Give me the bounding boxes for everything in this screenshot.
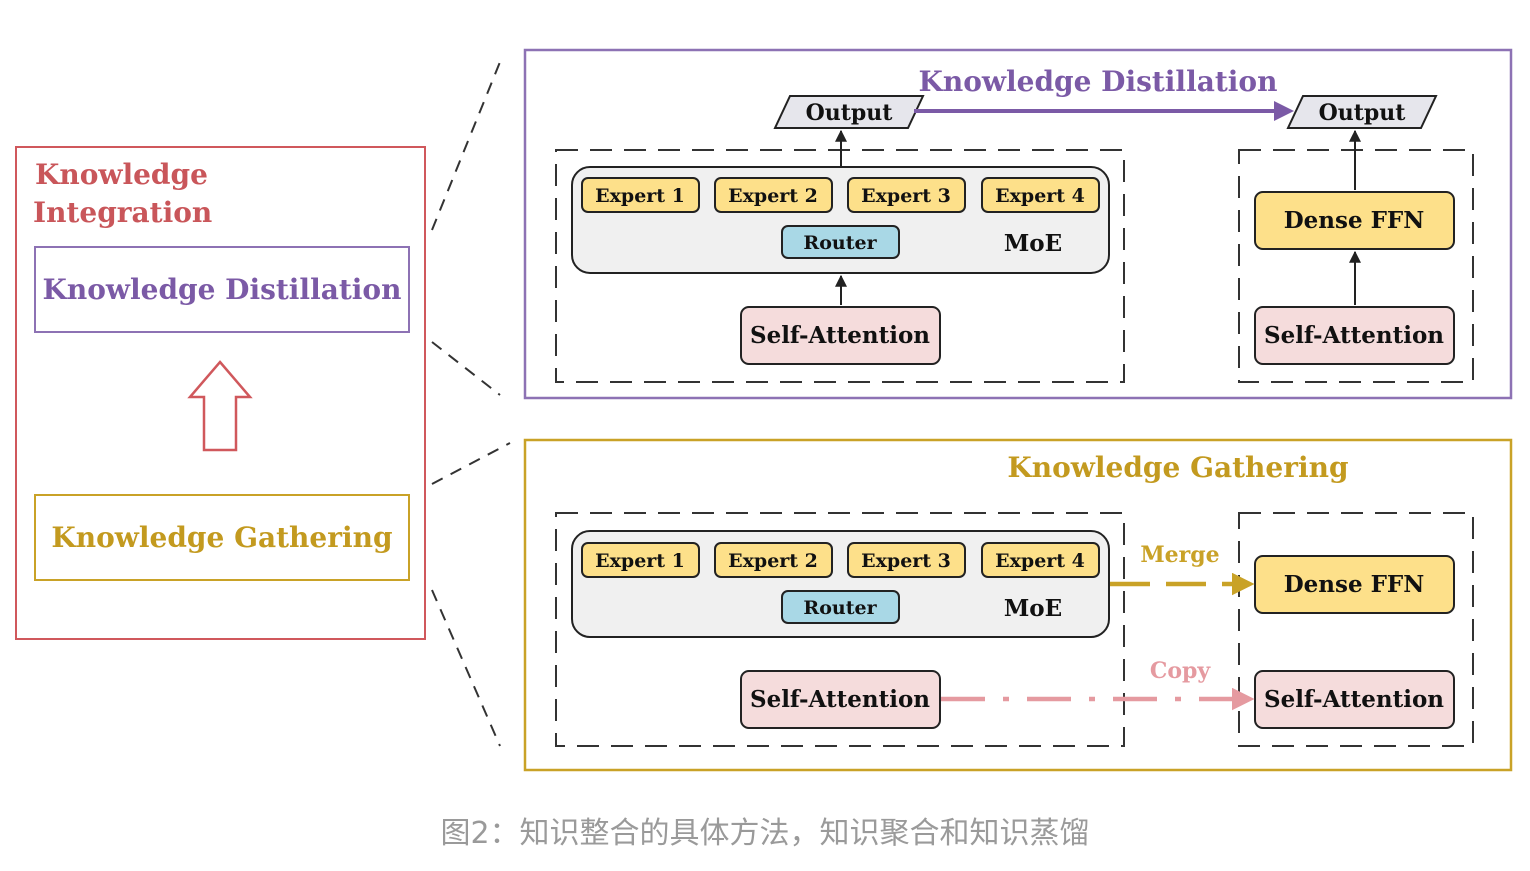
source-moe: Expert 1 Expert 2 Expert 3 Expert 4 Rout… [571, 530, 1110, 638]
source-expert-2: Expert 2 [714, 542, 833, 578]
source-moe-label: MoE [1004, 595, 1062, 622]
source-expert-1: Expert 1 [581, 542, 700, 578]
svg-text:Expert 3: Expert 3 [861, 550, 951, 572]
integration-title-line2: Integration [33, 196, 212, 229]
knowledge-integration-panel: Knowledge Integration Knowledge Distilla… [15, 146, 426, 640]
student-dense-ffn: Dense FFN [1254, 191, 1455, 250]
teacher-self-attention: Self-Attention [740, 306, 941, 365]
teacher-moe-label: MoE [1004, 230, 1062, 257]
up-arrow-icon [187, 360, 253, 452]
gathering-box-label: Knowledge Gathering [51, 521, 392, 554]
target-self-attention: Self-Attention [1254, 670, 1455, 729]
teacher-expert-4: Expert 4 [981, 177, 1100, 213]
svg-text:Expert 4: Expert 4 [995, 550, 1085, 572]
gathering-panel-title: Knowledge Gathering [1007, 451, 1348, 484]
svg-text:Expert 1: Expert 1 [595, 185, 685, 207]
distillation-box-label: Knowledge Distillation [43, 273, 402, 306]
student-output: Output [1286, 95, 1438, 129]
gathering-box [34, 494, 410, 581]
svg-text:Router: Router [803, 597, 877, 619]
source-expert-4: Expert 4 [981, 542, 1100, 578]
merge-label: Merge [1140, 542, 1219, 568]
svg-text:Expert 1: Expert 1 [595, 550, 685, 572]
svg-text:Self-Attention: Self-Attention [1264, 322, 1444, 349]
copy-label: Copy [1150, 658, 1212, 684]
teacher-output: Output [773, 95, 925, 129]
target-dense-ffn: Dense FFN [1254, 555, 1455, 614]
distillation-box [34, 246, 410, 333]
student-self-attention: Self-Attention [1254, 306, 1455, 365]
figure-caption: 图2：知识整合的具体方法，知识聚合和知识蒸馏 [440, 816, 1090, 851]
svg-text:Router: Router [803, 232, 877, 254]
source-block [555, 512, 1125, 747]
distillation-panel: Knowledge Distillation Output Output Exp… [523, 48, 1513, 400]
svg-text:Expert 3: Expert 3 [861, 185, 951, 207]
source-router: Router [781, 590, 900, 624]
teacher-expert-3: Expert 3 [847, 177, 966, 213]
teacher-router: Router [781, 225, 900, 259]
svg-text:Dense FFN: Dense FFN [1284, 571, 1425, 598]
svg-text:Dense FFN: Dense FFN [1284, 207, 1425, 234]
zoom-connector-lines [431, 61, 511, 747]
gathering-panel: Knowledge Gathering Expert 1 Expert 2 Ex… [523, 438, 1513, 772]
target-block [1238, 512, 1474, 747]
integration-title-line1: Knowledge [35, 158, 208, 191]
teacher-moe: Expert 1 Expert 2 Expert 3 Expert 4 Rout… [571, 166, 1110, 274]
source-self-attention: Self-Attention [740, 670, 941, 729]
svg-text:Expert 4: Expert 4 [995, 185, 1085, 207]
distillation-panel-title: Knowledge Distillation [919, 65, 1278, 98]
student-output-label: Output [1319, 100, 1407, 126]
teacher-output-label: Output [806, 100, 894, 126]
svg-text:Self-Attention: Self-Attention [750, 322, 930, 349]
source-expert-3: Expert 3 [847, 542, 966, 578]
svg-text:Expert 2: Expert 2 [728, 185, 818, 207]
svg-text:Self-Attention: Self-Attention [750, 686, 930, 713]
teacher-expert-2: Expert 2 [714, 177, 833, 213]
svg-text:Expert 2: Expert 2 [728, 550, 818, 572]
teacher-expert-1: Expert 1 [581, 177, 700, 213]
svg-text:Self-Attention: Self-Attention [1264, 686, 1444, 713]
